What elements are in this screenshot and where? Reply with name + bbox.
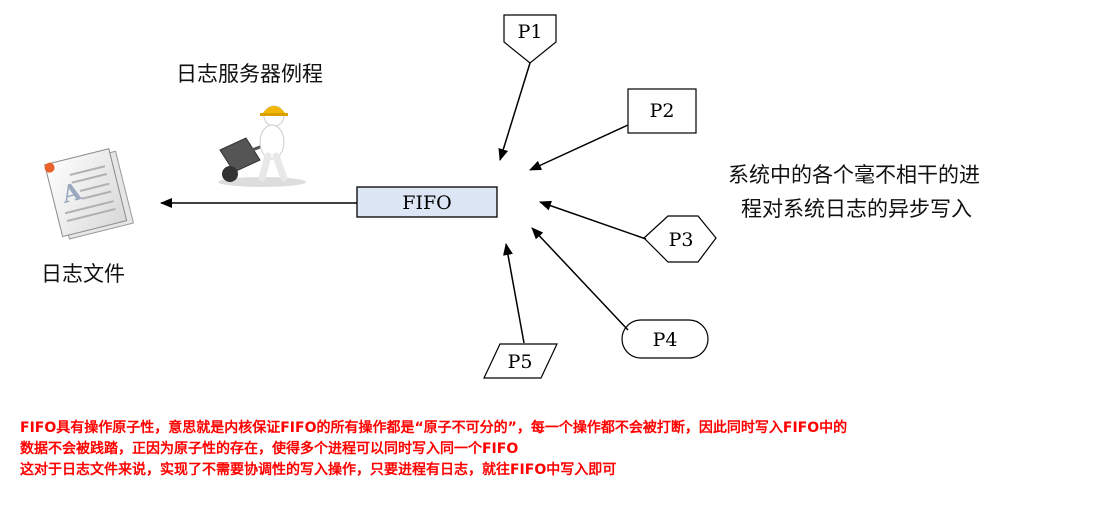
worker-wheelbarrow-icon: [218, 105, 306, 187]
process-p2-label: P2: [650, 100, 675, 122]
description-line-1: FIFO具有操作原子性，意思就是内核保证FIFO的所有操作都是“原子不可分的”，…: [20, 420, 848, 436]
side-note-line-1: 系统中的各个毫不相干的进: [728, 163, 980, 187]
arrow-p2: [529, 124, 629, 171]
process-p1-shape: [503, 14, 557, 64]
description-line-2: 数据不会被践踏，正因为原子性的存在，使得多个进程可以同时写入同一个FIFO: [20, 441, 519, 457]
description: FIFO具有操作原子性，意思就是内核保证FIFO的所有操作都是“原子不可分的”，…: [20, 418, 1105, 481]
fifo-box: [356, 186, 498, 218]
arrow-p4: [531, 227, 629, 331]
process-p1-label: P1: [518, 21, 543, 43]
process-p4-label: P4: [653, 329, 678, 351]
process-p4-shape: [621, 319, 709, 359]
arrow-p1: [498, 62, 531, 161]
fifo-diagram: A 日志服务器例程 日志文件 FIFO P1 P2 P3 P4 P5 系统中的各…: [41, 14, 980, 379]
process-p2-shape: [627, 88, 697, 134]
document-icon: A: [44, 148, 135, 240]
arrow-p3: [539, 200, 647, 240]
description-line-3: 这对于日志文件来说，实现了不需要协调性的写入操作，只要进程有日志，就往FIFO中…: [20, 462, 617, 478]
process-p3-shape: [643, 215, 717, 263]
process-p5-label: P5: [508, 351, 533, 373]
arrow-p5: [503, 243, 525, 344]
process-p3-label: P3: [669, 229, 694, 251]
side-note-line-2: 程对系统日志的异步写入: [741, 197, 972, 221]
fifo-label: FIFO: [402, 192, 451, 214]
diagram-title: 日志服务器例程: [176, 62, 323, 86]
log-file-label: 日志文件: [41, 262, 125, 286]
process-p5-shape: [483, 343, 558, 379]
